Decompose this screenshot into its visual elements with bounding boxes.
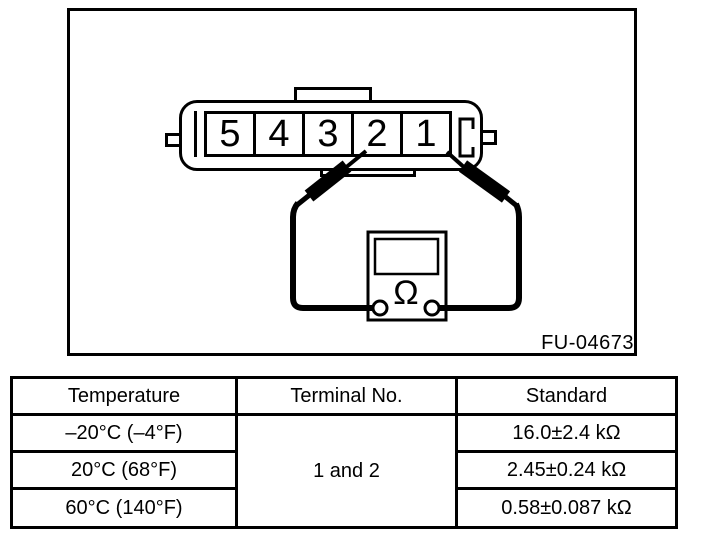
cell-temperature-3: 60°C (140°F) xyxy=(10,487,238,529)
connector-inner-wall xyxy=(194,111,197,157)
table-row: 20°C (68°F) 2.45±0.24 kΩ xyxy=(10,450,678,490)
terminal-number: 2 xyxy=(366,113,388,155)
terminal-number: 3 xyxy=(317,113,339,155)
terminal-number: 1 xyxy=(415,113,437,155)
cell-terminal-no: 1 and 2 xyxy=(235,413,458,529)
cell-standard-3: 0.58±0.087 kΩ xyxy=(455,487,678,529)
terminal-cell-4: 4 xyxy=(253,111,305,157)
cell-temperature-1: –20°C (–4°F) xyxy=(10,413,238,453)
terminal-cell-1: 1 xyxy=(400,111,452,157)
cell-temperature-2: 20°C (68°F) xyxy=(10,450,238,490)
header-standard: Standard xyxy=(455,376,678,416)
table-row: –20°C (–4°F) 1 and 2 16.0±2.4 kΩ xyxy=(10,413,678,529)
figure-frame xyxy=(67,8,637,356)
resistance-spec-table: Temperature Terminal No. Standard –20°C … xyxy=(10,376,678,529)
cell-standard-1: 16.0±2.4 kΩ xyxy=(455,413,678,453)
header-temperature: Temperature xyxy=(10,376,238,416)
figure-reference-label: FU-04673 xyxy=(541,332,634,354)
table-header-row: Temperature Terminal No. Standard xyxy=(10,376,678,416)
terminal-cell-3: 3 xyxy=(302,111,354,157)
connector-terminal-row: 5 4 3 2 1 xyxy=(204,111,452,157)
terminal-cell-5: 5 xyxy=(204,111,256,157)
cell-standard-2: 2.45±0.24 kΩ xyxy=(455,450,678,490)
spec-table-container: Temperature Terminal No. Standard –20°C … xyxy=(10,376,678,529)
terminal-number: 4 xyxy=(268,113,290,155)
table-row: 60°C (140°F) 0.58±0.087 kΩ xyxy=(10,487,678,529)
header-terminal-no: Terminal No. xyxy=(235,376,458,416)
terminal-cell-2: 2 xyxy=(351,111,403,157)
terminal-number: 5 xyxy=(219,113,241,155)
